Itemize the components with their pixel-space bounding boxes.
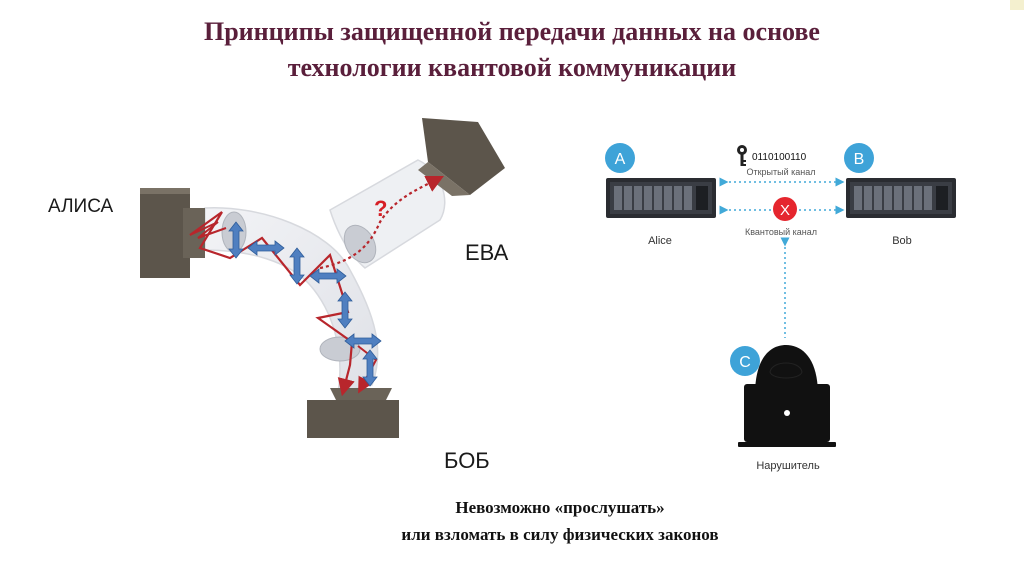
quantum-channel-illustration: ? xyxy=(140,118,505,438)
top-bar xyxy=(0,0,1024,10)
polarization-arrow xyxy=(289,247,305,285)
caption-line-1: Невозможно «прослушать» xyxy=(455,498,665,517)
polarization-arrows xyxy=(228,221,382,387)
badge-a: A xyxy=(605,143,635,173)
eavesdrop-beam xyxy=(319,176,444,270)
bob-label: Bob xyxy=(892,235,912,247)
polarization-arrow xyxy=(228,221,244,259)
bottom-caption: Невозможно «прослушать» или взломать в с… xyxy=(300,494,820,548)
alice-caption: АЛИСА xyxy=(48,196,114,217)
bit-string: 0110100110 xyxy=(752,152,807,163)
badge-b: B xyxy=(844,143,874,173)
page-title: Принципы защищенной передачи данных на о… xyxy=(100,14,924,86)
bob-server xyxy=(846,178,956,218)
bob-caption: БОБ xyxy=(444,448,490,473)
alice-label: Alice xyxy=(648,235,672,247)
quantum-channel-label: Квантовый канал xyxy=(745,227,817,237)
badge-b-letter: B xyxy=(854,151,865,168)
open-channel-label: Открытый канал xyxy=(746,167,815,177)
polarization-arrow xyxy=(362,349,378,387)
intruder-icon xyxy=(738,345,836,447)
badge-a-letter: A xyxy=(615,151,626,168)
polarization-arrow xyxy=(337,291,353,329)
blocked-mark: X xyxy=(780,202,790,219)
title-line-2: технологии квантовой коммуникации xyxy=(287,53,737,82)
alice-device xyxy=(140,188,205,278)
eve-caption: ЕВА xyxy=(465,240,509,265)
badge-c-letter: C xyxy=(739,354,751,371)
polarization-arrow xyxy=(309,268,347,284)
badge-c: C xyxy=(730,346,760,376)
corner-accent xyxy=(1010,0,1024,10)
bob-device xyxy=(307,388,399,438)
intruder-label: Нарушитель xyxy=(756,460,820,472)
blocked-icon: X xyxy=(773,197,797,221)
question-mark: ? xyxy=(374,196,387,221)
caption-line-2: или взломать в силу физических законов xyxy=(401,525,719,544)
polarization-arrow xyxy=(344,333,382,349)
title-line-1: Принципы защищенной передачи данных на о… xyxy=(204,17,820,46)
key-icon xyxy=(737,145,747,166)
polarization-arrow xyxy=(247,240,285,256)
network-scheme: A B C Alice Bob 0110100110 Открытый кана… xyxy=(605,143,956,472)
alice-server xyxy=(606,178,716,218)
photon-beam xyxy=(189,221,227,239)
eve-device xyxy=(418,118,505,196)
